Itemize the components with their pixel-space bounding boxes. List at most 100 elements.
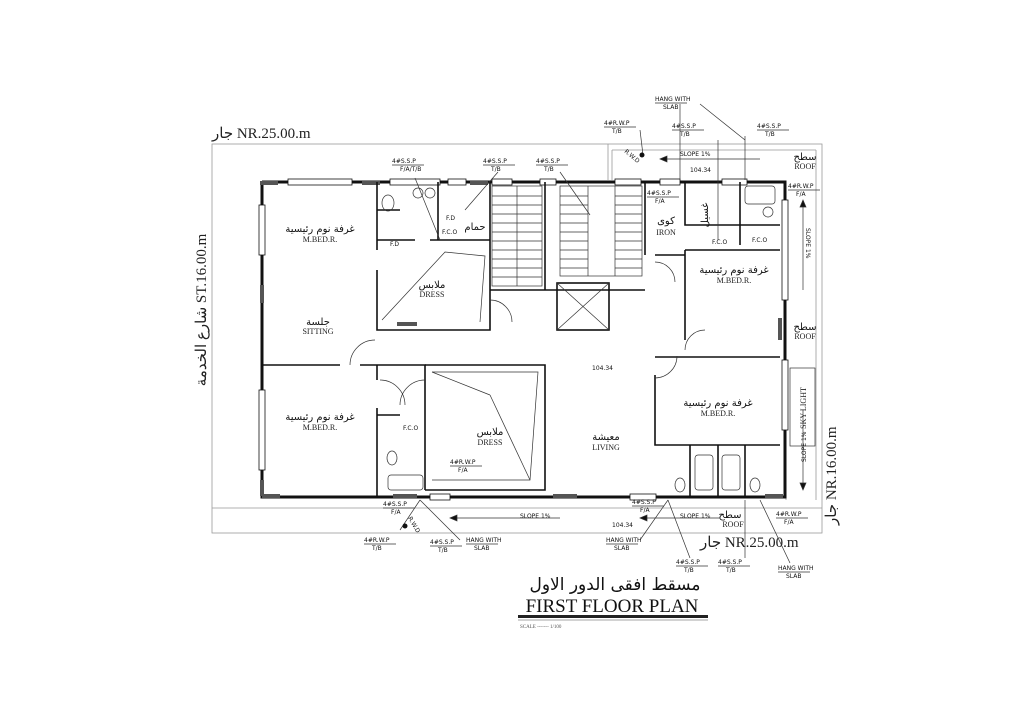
room-name-en: ROOF bbox=[794, 332, 816, 341]
room-name-ar: غرفة نوم رئيسية bbox=[699, 265, 768, 276]
pipe-tag-ssp-tb-2: T/B bbox=[543, 166, 554, 173]
pipe-tag-ssp-tb-b1: T/B bbox=[683, 567, 694, 574]
room-name-ar: غرفة نوم رئيسية bbox=[285, 412, 354, 423]
title-underline bbox=[518, 615, 708, 618]
room-name-en: SITTING bbox=[302, 327, 333, 336]
rain-drain-bottom bbox=[402, 523, 408, 529]
cleanout-label: F.C.O bbox=[712, 239, 727, 246]
pipe-tag-hang-bl: HANG WITH bbox=[466, 537, 502, 544]
pipe-tag-ssp-tb-2: 4#S.S.P bbox=[536, 158, 560, 165]
room-name-ar: سطح bbox=[793, 152, 816, 163]
room-name-en: M.BED.R. bbox=[701, 409, 735, 418]
door-swings bbox=[349, 261, 706, 406]
slope-arrows bbox=[449, 155, 807, 522]
level-mark-top: 104.34 bbox=[690, 167, 711, 174]
room-name-en: DRESS bbox=[420, 290, 445, 299]
room-name-ar: غرفة نوم رئيسية bbox=[683, 398, 752, 409]
floor-drain-label: F.D bbox=[390, 241, 399, 248]
room-name-ar: سطح bbox=[793, 322, 816, 333]
pipe-tag-ssp-tb-bl: T/B bbox=[437, 547, 448, 554]
leader-lines bbox=[399, 103, 791, 564]
cleanout-label: F.C.O bbox=[442, 229, 457, 236]
room-name-en: LIVING bbox=[592, 443, 620, 452]
pipe-tag-ssp-tb-4: 4#S.S.P bbox=[757, 123, 781, 130]
level-mark-bottom: 104.34 bbox=[612, 522, 633, 529]
pipe-tag-rwp-tb-top: T/B bbox=[611, 128, 622, 135]
slope-label-bottom-left: SLOPE 1% bbox=[520, 513, 551, 520]
room-name-en: IRON bbox=[656, 228, 676, 237]
pipe-tag-ssp-fa-iron: 4#S.S.P bbox=[647, 190, 671, 197]
pipe-tag-rwp-tb-bl: T/B bbox=[371, 545, 382, 552]
pipe-tag-hang-bm: SLAB bbox=[614, 545, 630, 552]
pipe-tag-rwp-fa-br: 4#R.W.P bbox=[776, 511, 802, 518]
fixtures bbox=[381, 185, 776, 493]
room-name-ar: كوى bbox=[657, 216, 675, 227]
rwd-label-top: R.W.D bbox=[623, 148, 641, 165]
drawing-title-arabic: مسقط افقى الدور الاول bbox=[529, 575, 700, 595]
pipe-tag-rwp-fa-dress: F/A bbox=[458, 467, 468, 474]
dress-room-wardrobes bbox=[381, 251, 539, 481]
pipe-annotations: 4#S.S.PF/A/T/B4#S.S.PT/B4#S.S.PT/B4#R.W.… bbox=[364, 96, 820, 580]
rwd-label-bottom: R.W.D bbox=[406, 516, 421, 535]
pipe-tag-hang-bm: HANG WITH bbox=[606, 537, 642, 544]
pipe-tag-ssp-fa-bl: F/A bbox=[391, 509, 401, 516]
pipe-tag-ssp-fatb: F/A/T/B bbox=[400, 166, 421, 173]
room-name-ar: سطح bbox=[718, 510, 741, 521]
room-name-en: ROOF bbox=[794, 162, 816, 171]
pipe-tag-rwp-fa-right: F/A bbox=[796, 191, 806, 198]
slope-label-right-bottom: SLOPE 1% bbox=[801, 431, 808, 462]
cleanout-label: F.C.O bbox=[403, 425, 418, 432]
pipe-tag-ssp-tb-b2: 4#S.S.P bbox=[718, 559, 742, 566]
room-name-ar: غرفة نوم رئيسية bbox=[285, 224, 354, 235]
pipe-tag-ssp-tb-3: 4#S.S.P bbox=[672, 123, 696, 130]
room-name-ar: جلسة bbox=[306, 317, 330, 328]
pipe-tag-hang-br: SLAB bbox=[786, 573, 802, 580]
room-name-en: M.BED.R. bbox=[303, 423, 337, 432]
room-name-en: ROOF bbox=[722, 520, 744, 529]
street-left-label: شارع الخدمة ST.16.00.m bbox=[194, 233, 210, 386]
pipe-tag-rwp-tb-bl: 4#R.W.P bbox=[364, 537, 390, 544]
site-boundary bbox=[211, 143, 823, 534]
room-name-en: DRESS bbox=[478, 438, 503, 447]
pipe-tag-ssp-tb-3: T/B bbox=[679, 131, 690, 138]
room-name-ar: غسيل bbox=[700, 203, 711, 228]
windows bbox=[258, 178, 789, 501]
pipe-tag-ssp-fa-bl: 4#S.S.P bbox=[383, 501, 407, 508]
neighbor-right-label: جار NR.16.00.m bbox=[824, 426, 840, 526]
pipe-tag-hang-top: HANG WITH bbox=[655, 96, 691, 103]
room-name-en: M.BED.R. bbox=[303, 235, 337, 244]
pipe-tag-rwp-fa-right: 4#R.W.P bbox=[788, 183, 814, 190]
pipe-tag-ssp-tb-b2: T/B bbox=[725, 567, 736, 574]
pipe-tag-rwp-fa-br: F/A bbox=[784, 519, 794, 526]
pipe-tag-ssp-tb-1: 4#S.S.P bbox=[483, 158, 507, 165]
room-name-ar: ملابس bbox=[419, 280, 446, 291]
pipe-tag-ssp-tb-1: T/B bbox=[490, 166, 501, 173]
staircase bbox=[491, 185, 643, 287]
cleanout-label: F.C.O bbox=[752, 237, 767, 244]
interior-walls bbox=[262, 182, 816, 497]
pipe-tag-ssp-fa-bm: F/A bbox=[640, 507, 650, 514]
drawing-scale: SCALE ------- 1/100 bbox=[520, 625, 562, 630]
pipe-tag-hang-bl: SLAB bbox=[474, 545, 490, 552]
pipe-tag-ssp-fa-bm: 4#S.S.P bbox=[632, 499, 656, 506]
pipe-tag-rwp-tb-top: 4#R.W.P bbox=[604, 120, 630, 127]
pipe-tag-rwp-fa-dress: 4#R.W.P bbox=[450, 459, 476, 466]
pipe-tag-ssp-tb-4: T/B bbox=[764, 131, 775, 138]
room-name-ar: حمام bbox=[464, 222, 485, 233]
slope-label-bottom-right: SLOPE 1% bbox=[680, 513, 711, 520]
pipe-tag-ssp-tb-b1: 4#S.S.P bbox=[676, 559, 700, 566]
room-name-en: M.BED.R. bbox=[717, 276, 751, 285]
rain-drain-top bbox=[639, 152, 645, 158]
room-name-ar: معيشة bbox=[592, 432, 619, 443]
sky-light-label: SKY LIGHT bbox=[799, 387, 808, 429]
pipe-tag-hang-br: HANG WITH bbox=[778, 565, 814, 572]
neighbor-bottom-label: جار NR.25.00.m bbox=[699, 535, 799, 551]
pipe-tag-ssp-fatb: 4#S.S.P bbox=[392, 158, 416, 165]
floor-drain-label: F.D bbox=[446, 215, 455, 222]
level-mark-living: 104.34 bbox=[592, 365, 613, 372]
drawing-title: FIRST FLOOR PLAN bbox=[526, 596, 699, 617]
neighbor-top-label: جار NR.25.00.m bbox=[211, 126, 311, 142]
pipe-tag-hang-top: SLAB bbox=[663, 104, 679, 111]
